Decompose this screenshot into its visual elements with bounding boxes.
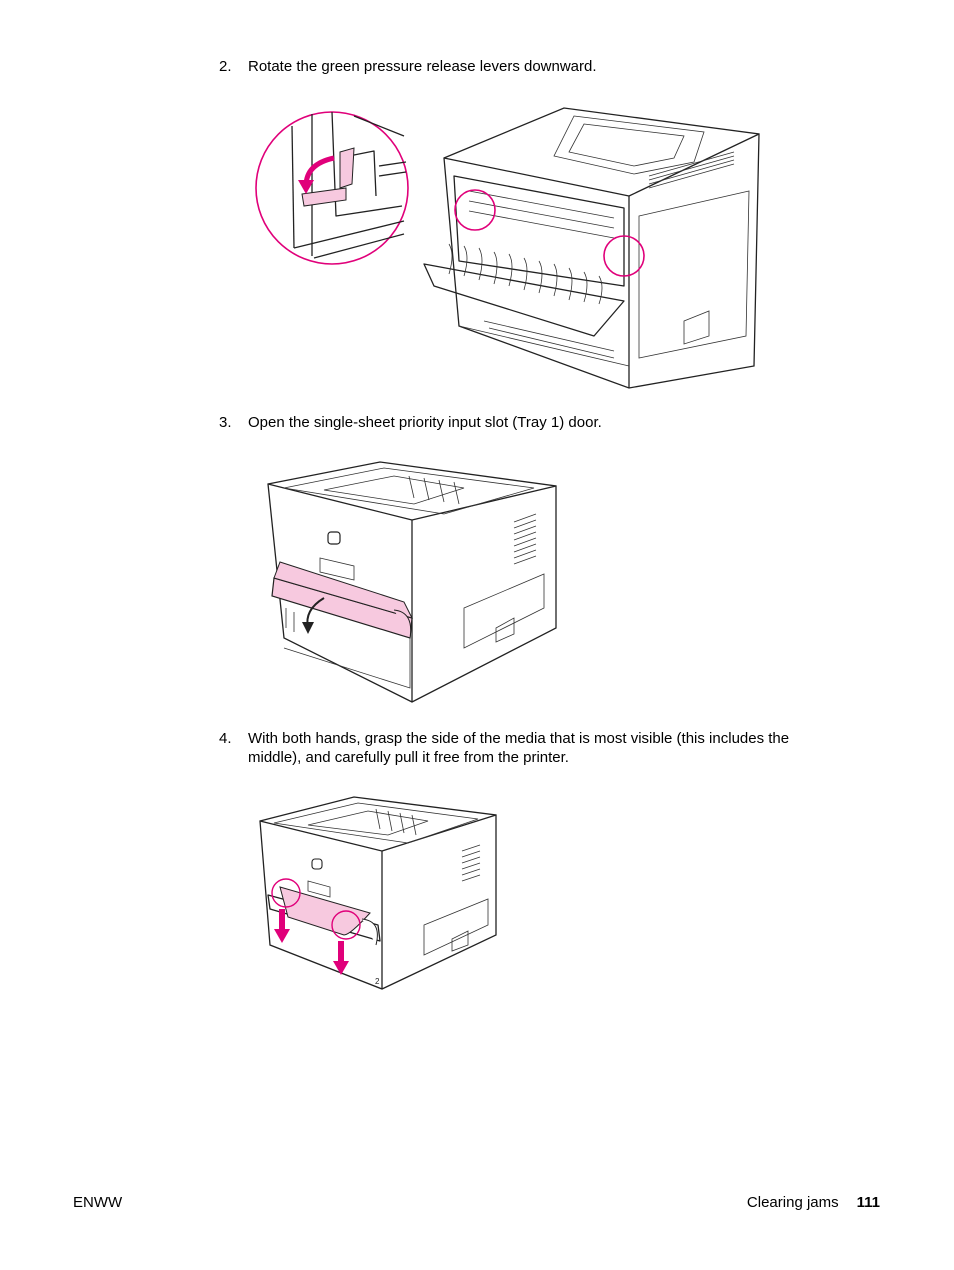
pull-arrow-middle xyxy=(338,941,344,963)
middle-grip-callout-circle xyxy=(331,910,361,940)
pull-arrow-left xyxy=(279,909,285,931)
footer-section: Clearing jams xyxy=(746,1194,839,1211)
callout-number: 2 xyxy=(375,977,380,986)
step-number: 2. xyxy=(219,58,232,75)
footer-left: ENWW xyxy=(73,1194,123,1211)
printer-front-pull-media-illustration: 2 xyxy=(258,795,498,991)
right-lever-callout-circle xyxy=(603,235,645,277)
hp-logo-icon xyxy=(327,531,341,545)
printer-rear-pressure-levers-illustration xyxy=(254,96,764,392)
jammed-media-highlight xyxy=(279,886,371,936)
step-text: Rotate the green pressure release levers… xyxy=(248,58,597,75)
printer-front-tray1-door-illustration xyxy=(264,458,560,704)
step-text: Open the single-sheet priority input slo… xyxy=(248,414,602,431)
step-number: 3. xyxy=(219,414,232,431)
left-lever-callout-circle xyxy=(454,189,496,231)
left-grip-callout-circle xyxy=(271,878,301,908)
magnified-inset-circle xyxy=(255,111,409,265)
page-number: 111 xyxy=(856,1194,880,1211)
step-text: With both hands, grasp the side of the m… xyxy=(248,730,790,766)
hp-logo-icon xyxy=(311,858,323,870)
footer-right: Clearing jams 111 xyxy=(747,1193,880,1212)
step-number: 4. xyxy=(219,730,232,747)
